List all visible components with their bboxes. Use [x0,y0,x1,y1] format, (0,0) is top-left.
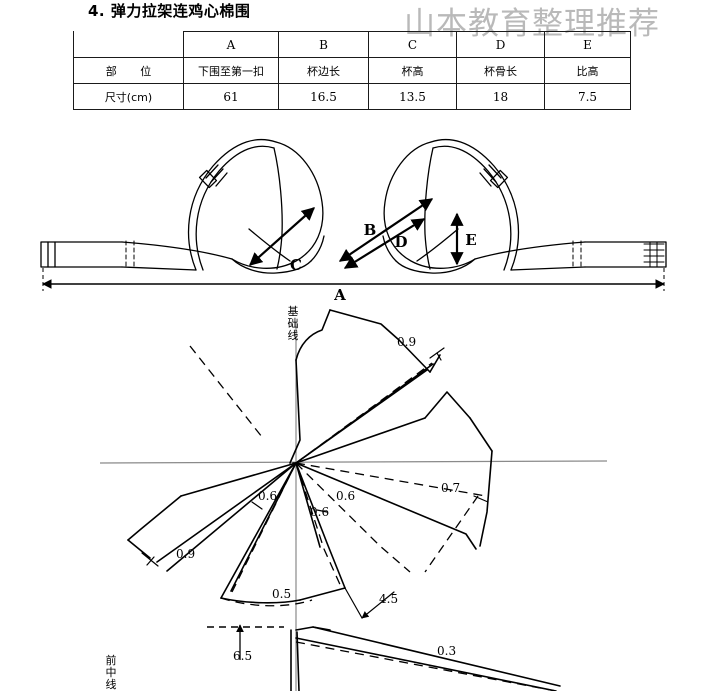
table-header-e: E [544,31,631,58]
size-cell-a: 61 [183,83,279,110]
row-label-part: 部 位 [73,57,184,84]
measure-upper-right: 0.9 [397,335,416,349]
table-row-letters: A B C D E [73,31,631,58]
part-cell-e: 比高 [544,57,631,84]
measure-bottom-edge: 0.3 [437,644,456,658]
dimension-b-arrow [338,198,434,262]
dimension-c-arrow [249,207,315,266]
baseline-label: 基础线 [287,305,299,342]
table-header-a: A [183,31,279,58]
label-b: B [364,221,377,239]
table-header-c: C [368,31,457,58]
part-cell-d: 杯骨长 [456,57,545,84]
horizontal-construction-line [99,460,608,464]
measure-bottom-height: 6.5 [233,649,252,663]
pattern-draft-diagram: 0.9 0.9 0.6 0.6 0.6 0.7 0.5 4.5 6.5 0.3 [99,309,608,691]
label-e: E [465,231,476,249]
table-header-b: B [278,31,369,58]
dimension-d-arrow [343,218,426,269]
part-cell-c: 杯高 [368,57,457,84]
size-cell-b: 16.5 [278,83,369,110]
front-center-label: 前中线 [105,654,117,691]
size-cell-d: 18 [456,83,545,110]
size-cell-c: 13.5 [368,83,457,110]
measure-bottom-left: 0.5 [272,587,291,601]
table-row-part: 部 位 下围至第一扣 杯边长 杯高 杯骨长 比高 [73,57,631,84]
bra-illustration-diagram: C B D E A [40,138,667,303]
row-label-size: 尺寸(cm) [73,83,184,110]
spec-table: A B C D E 部 位 下围至第一扣 杯边长 杯高 杯骨长 比高 尺寸(cm… [73,31,631,110]
table-header-d: D [456,31,545,58]
measure-center-left: 0.6 [310,505,329,519]
label-c: C [290,256,302,274]
part-cell-b: 杯边长 [278,57,369,84]
measure-left-inner: 0.6 [258,489,277,503]
measure-lower-left: 0.9 [176,547,195,561]
label-d: D [394,233,407,251]
page-title: 4. 弹力拉架连鸡心棉围 [88,2,251,20]
label-a: A [333,286,346,303]
table-cell-corner [73,31,184,58]
size-cell-e: 7.5 [544,83,631,110]
part-cell-a: 下围至第一扣 [183,57,279,84]
measure-right-panel: 0.7 [441,481,460,495]
measure-bottom-right: 4.5 [379,592,398,606]
measure-center-right: 0.6 [336,489,355,503]
table-row-size: 尺寸(cm) 61 16.5 13.5 18 7.5 [73,83,631,110]
